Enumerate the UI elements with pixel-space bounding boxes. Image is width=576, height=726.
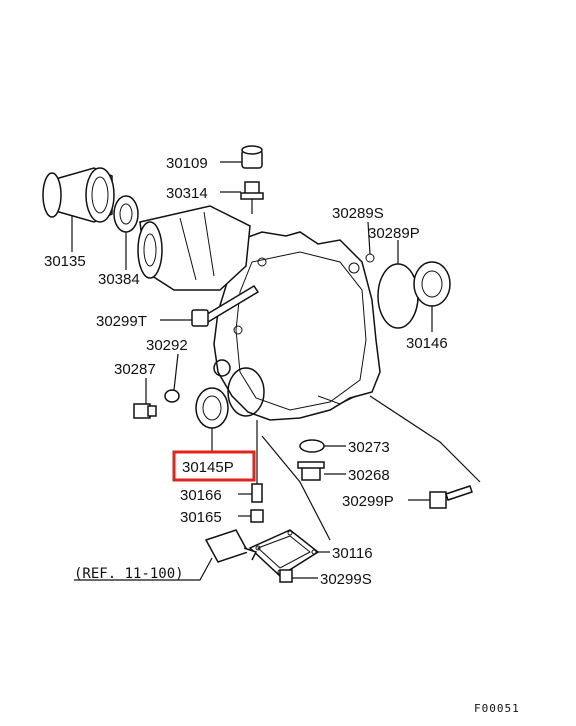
plug-30314 (240, 181, 264, 214)
washer-30292 (164, 353, 180, 403)
label-30146[interactable]: 30146 (406, 335, 448, 352)
label-30299T[interactable]: 30299T (96, 313, 147, 330)
seal-30145P (195, 359, 265, 452)
housing (213, 231, 381, 421)
cap-30109 (241, 145, 263, 169)
label-30109[interactable]: 30109 (166, 155, 208, 172)
label-30145P[interactable]: 30145P (182, 459, 234, 476)
seal-30146 (413, 261, 451, 332)
cap-30165 (238, 509, 264, 523)
label-30384[interactable]: 30384 (98, 271, 140, 288)
plug-30287 (133, 378, 157, 419)
label-30289S[interactable]: 30289S (332, 205, 384, 222)
label-30268[interactable]: 30268 (348, 467, 390, 484)
plug-30268 (297, 461, 346, 481)
sleeve-30135 (42, 167, 115, 252)
label-30166[interactable]: 30166 (180, 487, 222, 504)
washer-30273 (299, 439, 346, 453)
cover-30116 (248, 529, 330, 577)
label-30299S[interactable]: 30299S (320, 571, 372, 588)
label-30289P[interactable]: 30289P (368, 225, 420, 242)
breather-30166 (238, 420, 263, 503)
label-30273[interactable]: 30273 (348, 439, 390, 456)
label-30165[interactable]: 30165 (180, 509, 222, 526)
bolt-30299P (408, 485, 473, 509)
label-30287[interactable]: 30287 (114, 361, 156, 378)
sealant-tube (74, 529, 258, 581)
oring-30289P (377, 240, 419, 329)
label-30135[interactable]: 30135 (44, 253, 86, 270)
label-30116[interactable]: 30116 (332, 545, 373, 562)
bolt-30299S (279, 569, 318, 583)
label-30314[interactable]: 30314 (166, 185, 208, 202)
bolt-30299T (160, 284, 260, 327)
housing-extension (137, 205, 251, 291)
ref-label[interactable]: (REF. 11-100) (74, 566, 184, 582)
figure-code: F00051 (474, 702, 520, 715)
label-30299P[interactable]: 30299P (342, 493, 394, 510)
ring-30289S (365, 253, 375, 263)
highlight-box-30145P (172, 450, 256, 482)
seal-30384 (113, 195, 139, 270)
label-30292[interactable]: 30292 (146, 337, 188, 354)
